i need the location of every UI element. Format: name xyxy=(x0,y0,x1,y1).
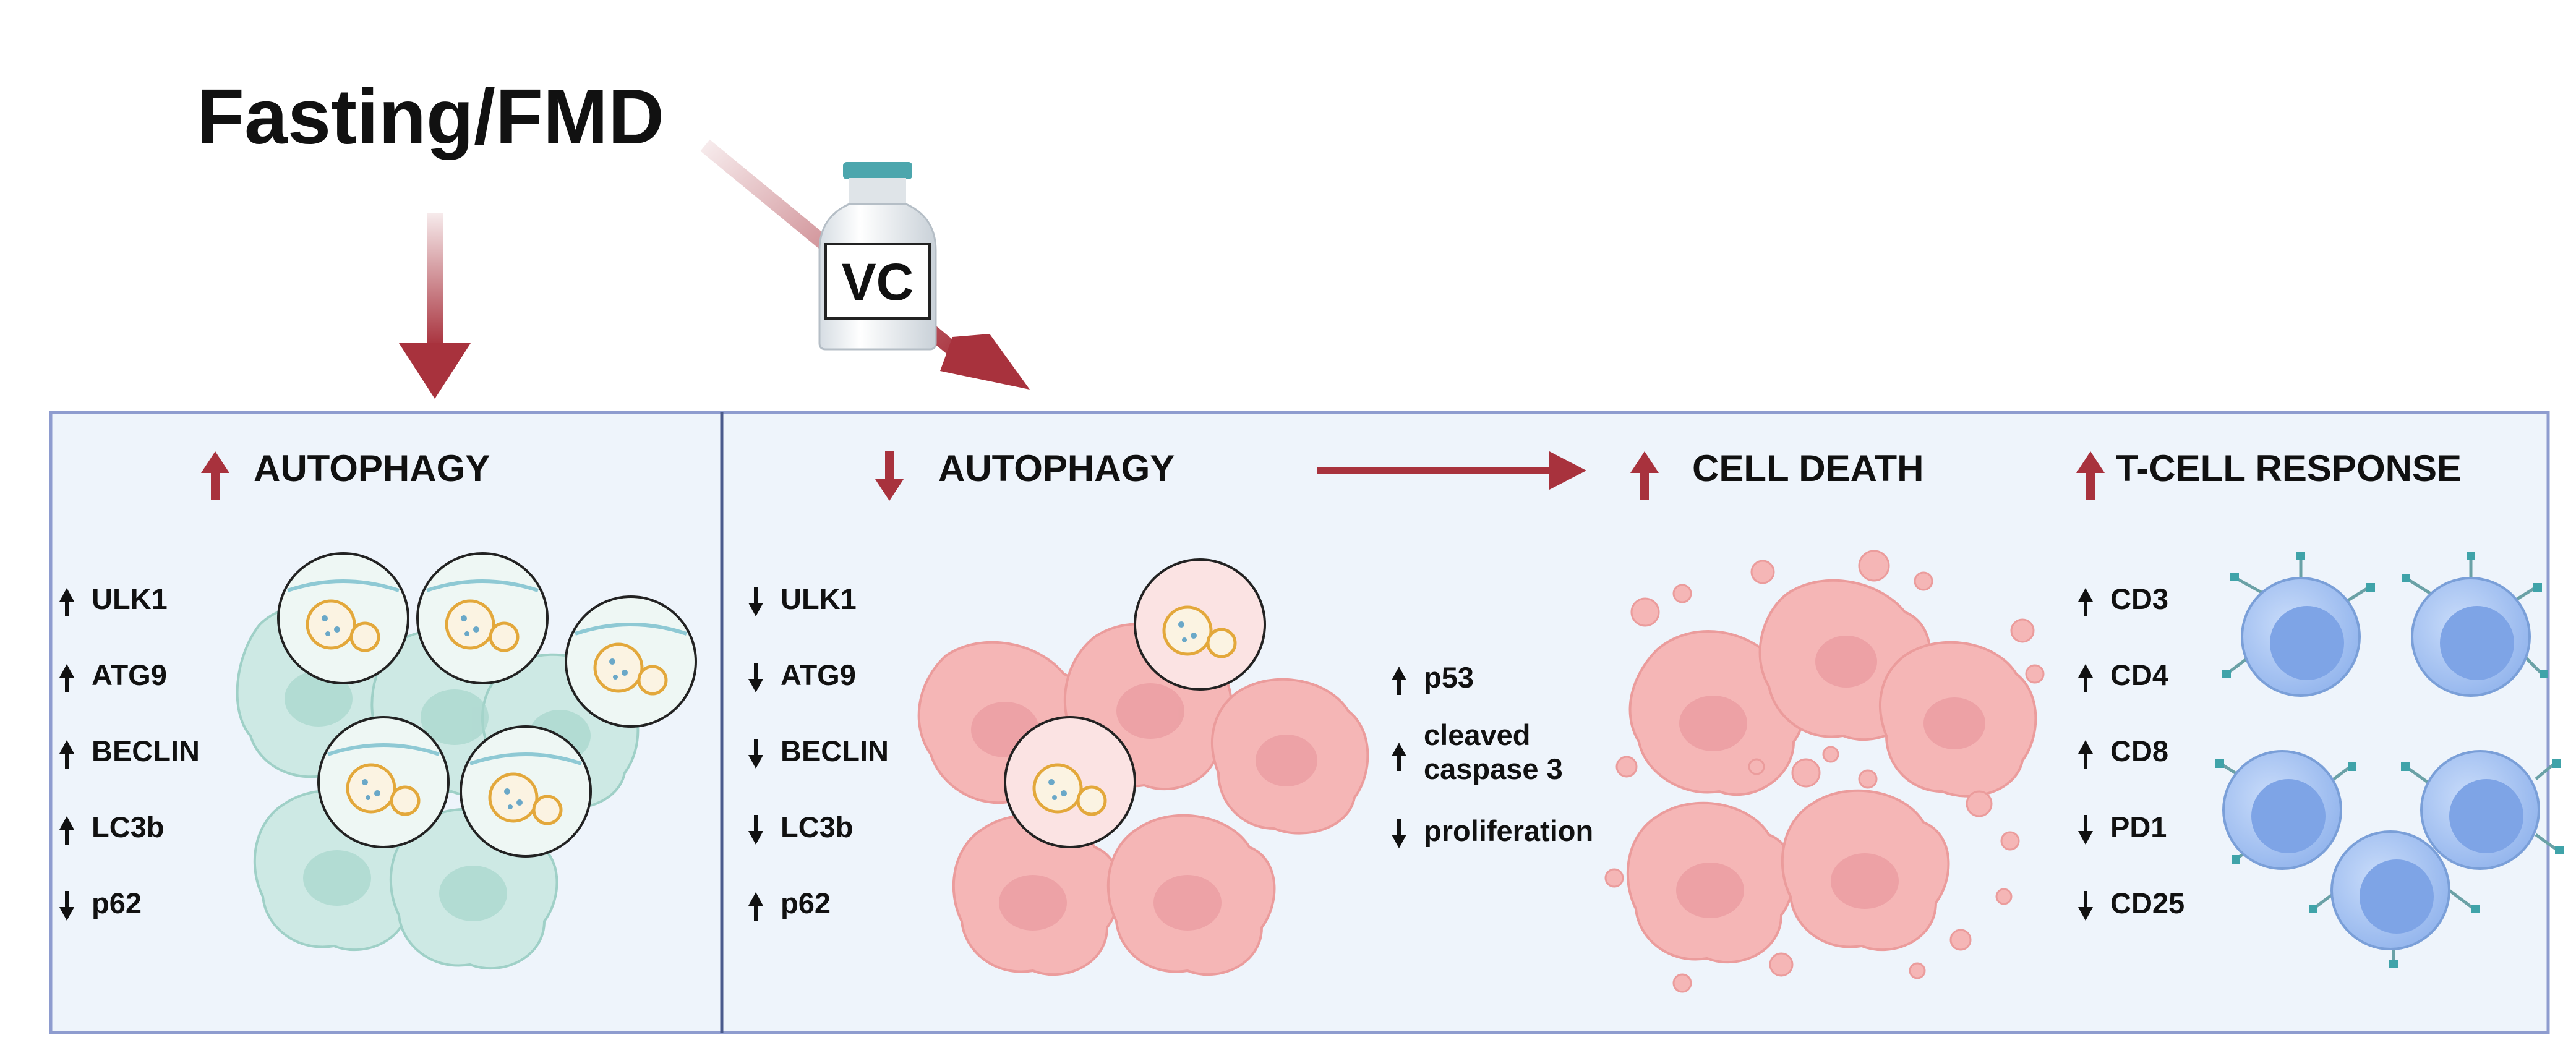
down-arrow-icon xyxy=(875,451,904,501)
up-arrow-icon xyxy=(2078,588,2093,616)
up-arrow-icon xyxy=(2078,664,2093,692)
up-arrow-icon xyxy=(59,740,74,769)
marker-label: ULK1 xyxy=(92,582,168,615)
marker-row: p62 xyxy=(748,887,831,921)
marker-label: p53 xyxy=(1424,661,1474,694)
marker-label: ULK1 xyxy=(781,582,857,615)
marker-label: p62 xyxy=(781,887,831,919)
marker-label: LC3b xyxy=(92,811,165,843)
panel2-markers: ULK1 ATG9 BECLIN LC3b p62 xyxy=(748,582,889,921)
up-arrow-icon xyxy=(59,664,74,692)
marker-row: CD3 xyxy=(2078,582,2168,616)
marker-row: BECLIN xyxy=(748,735,889,769)
panel2-heading-text: AUTOPHAGY xyxy=(938,448,1175,489)
marker-label: CD25 xyxy=(2110,887,2184,919)
down-arrow-icon xyxy=(1392,819,1406,848)
marker-row: BECLIN xyxy=(59,735,200,769)
up-arrow-icon xyxy=(2076,451,2105,500)
up-arrow-icon xyxy=(1392,743,1406,771)
up-arrow-icon xyxy=(59,816,74,845)
marker-label: proliferation xyxy=(1424,814,1593,847)
up-arrow-icon xyxy=(201,451,229,500)
down-arrow-icon xyxy=(2078,815,2093,845)
marker-row: ATG9 xyxy=(748,658,856,692)
up-arrow-icon xyxy=(748,892,763,921)
marker-label: CD4 xyxy=(2110,658,2168,691)
down-arrow-icon xyxy=(748,587,763,616)
marker-row: cleaved caspase 3 xyxy=(1392,718,1563,785)
fasting-arrow xyxy=(399,213,471,399)
marker-label: p62 xyxy=(92,887,142,919)
marker-label: CD8 xyxy=(2110,735,2168,767)
down-arrow-icon xyxy=(748,739,763,769)
dying-cells-illustration xyxy=(1604,550,2045,993)
marker-row: p62 xyxy=(59,887,142,921)
page-title: Fasting/FMD xyxy=(197,73,664,160)
marker-row: ULK1 xyxy=(748,582,857,616)
up-arrow-icon xyxy=(59,588,74,616)
marker-row: CD25 xyxy=(2078,887,2184,921)
marker-label: ATG9 xyxy=(781,658,856,691)
marker-row: ATG9 xyxy=(59,658,167,692)
marker-label-line2: caspase 3 xyxy=(1424,752,1563,785)
marker-label: cleaved xyxy=(1424,718,1530,751)
vial-icon: VC xyxy=(818,162,937,351)
panel1-heading: AUTOPHAGY xyxy=(201,448,490,500)
marker-row: LC3b xyxy=(59,811,165,845)
marker-row: p53 xyxy=(1392,661,1474,695)
panel4-markers: CD3 CD4 CD8 PD1 CD25 xyxy=(2078,582,2184,921)
marker-row: LC3b xyxy=(748,811,854,845)
down-arrow-icon xyxy=(748,663,763,692)
marker-row: CD8 xyxy=(2078,735,2168,769)
marker-label: PD1 xyxy=(2110,811,2167,843)
up-arrow-icon xyxy=(2078,740,2093,769)
marker-row: PD1 xyxy=(2078,811,2167,845)
transition-arrow xyxy=(1317,451,1586,490)
up-arrow-icon xyxy=(1392,667,1406,695)
panel1-heading-text: AUTOPHAGY xyxy=(254,448,490,489)
panel3-heading: CELL DEATH xyxy=(1630,448,1923,500)
panel1-markers: ULK1 ATG9 BECLIN LC3b p62 xyxy=(59,582,200,921)
down-arrow-icon xyxy=(2078,891,2093,921)
marker-row: CD4 xyxy=(2078,658,2168,692)
marker-label: CD3 xyxy=(2110,582,2168,615)
panel4-heading-text: T-CELL RESPONSE xyxy=(2116,448,2462,489)
marker-label: BECLIN xyxy=(781,735,889,767)
marker-row: proliferation xyxy=(1392,814,1593,848)
tumor-cells-illustration xyxy=(917,558,1369,976)
t-cells-illustration xyxy=(2215,552,2564,968)
marker-label: LC3b xyxy=(781,811,854,843)
panel2-side-markers: p53 cleaved caspase 3 proliferation xyxy=(1392,661,1593,848)
marker-label: ATG9 xyxy=(92,658,167,691)
up-arrow-icon xyxy=(1630,451,1659,500)
marker-label: BECLIN xyxy=(92,735,200,767)
down-arrow-icon xyxy=(748,815,763,845)
title-area: Fasting/FMD xyxy=(197,73,664,160)
panel4-heading: T-CELL RESPONSE xyxy=(2076,448,2462,500)
down-arrow-icon xyxy=(59,891,74,921)
vial-label: VC xyxy=(842,253,914,311)
marker-row: ULK1 xyxy=(59,582,168,616)
panel3-heading-text: CELL DEATH xyxy=(1692,448,1923,489)
healthy-cells-illustration xyxy=(236,552,697,970)
panel2-heading: AUTOPHAGY xyxy=(875,448,1175,501)
